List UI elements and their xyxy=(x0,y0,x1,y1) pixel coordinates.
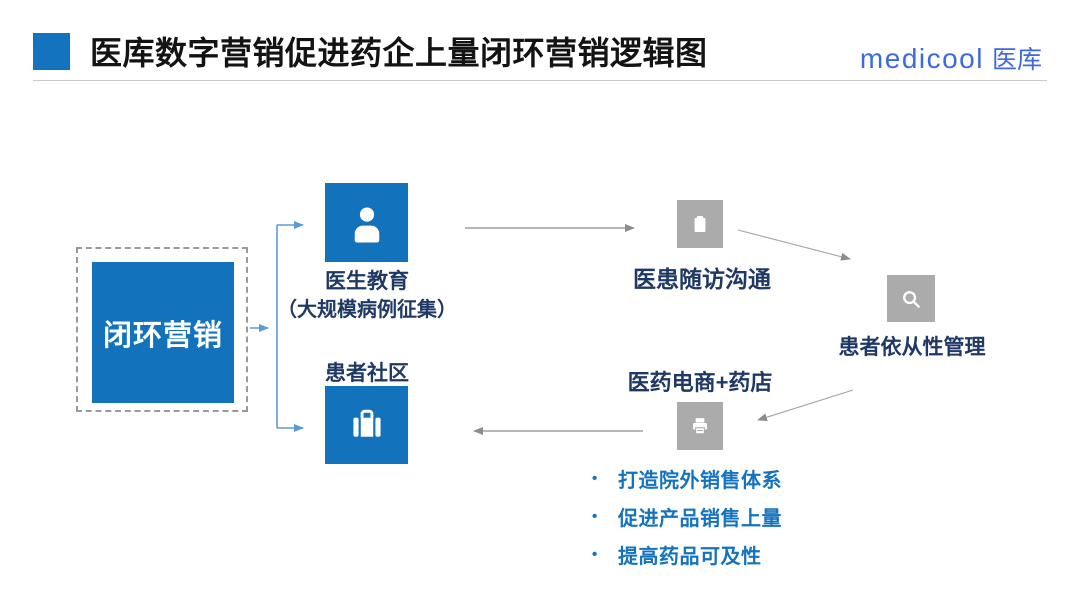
ecommerce-bullet-list: • 打造院外销售体系 • 促进产品销售上量 • 提高药品可及性 xyxy=(592,464,782,578)
list-item: • 促进产品销售上量 xyxy=(592,502,782,530)
core-dashed-frame xyxy=(76,247,248,412)
followup-box xyxy=(677,200,723,248)
search-icon xyxy=(897,285,925,313)
bullet-dot: • xyxy=(592,469,598,487)
brand-logo-suffix: 医库 xyxy=(991,46,1042,74)
patient-community-label: 患者社区 xyxy=(325,362,409,385)
ecommerce-box xyxy=(677,402,723,450)
compliance-label: 患者依从性管理 xyxy=(838,336,986,359)
printer-icon xyxy=(687,413,713,439)
doctor-education-subtitle: （大规模病例征集） xyxy=(277,299,457,321)
ecommerce-label: 医药电商+药店 xyxy=(627,370,773,395)
list-item: • 打造院外销售体系 xyxy=(592,464,782,492)
followup-label: 医患随访沟通 xyxy=(633,266,771,292)
compliance-box xyxy=(887,275,935,322)
brand-logo-text: medicool xyxy=(859,43,984,74)
page-title: 医库数字营销促进药企上量闭环营销逻辑图 xyxy=(90,35,708,71)
bullet-dot: • xyxy=(592,545,598,563)
patient-community-box xyxy=(325,386,408,464)
header-divider xyxy=(33,80,1047,81)
doctor-education-box xyxy=(325,183,408,262)
core-box-label: 闭环营销 xyxy=(102,319,223,352)
list-item: • 提高药品可及性 xyxy=(592,540,782,568)
bullet-text: 提高药品可及性 xyxy=(618,545,762,568)
arrow-followup-to-compliance xyxy=(737,229,851,261)
doctor-education-label: 医生教育 （大规模病例征集） xyxy=(232,267,502,325)
clipboard-icon xyxy=(687,211,713,237)
bullet-text: 促进产品销售上量 xyxy=(618,507,782,530)
bullet-dot: • xyxy=(592,507,598,525)
doctor-education-title: 医生教育 xyxy=(325,270,409,293)
person-icon xyxy=(344,200,390,246)
briefcase-icon xyxy=(345,403,389,447)
title-accent-square xyxy=(33,33,70,70)
bullet-text: 打造院外销售体系 xyxy=(618,469,782,492)
core-box: 闭环营销 xyxy=(92,262,234,403)
